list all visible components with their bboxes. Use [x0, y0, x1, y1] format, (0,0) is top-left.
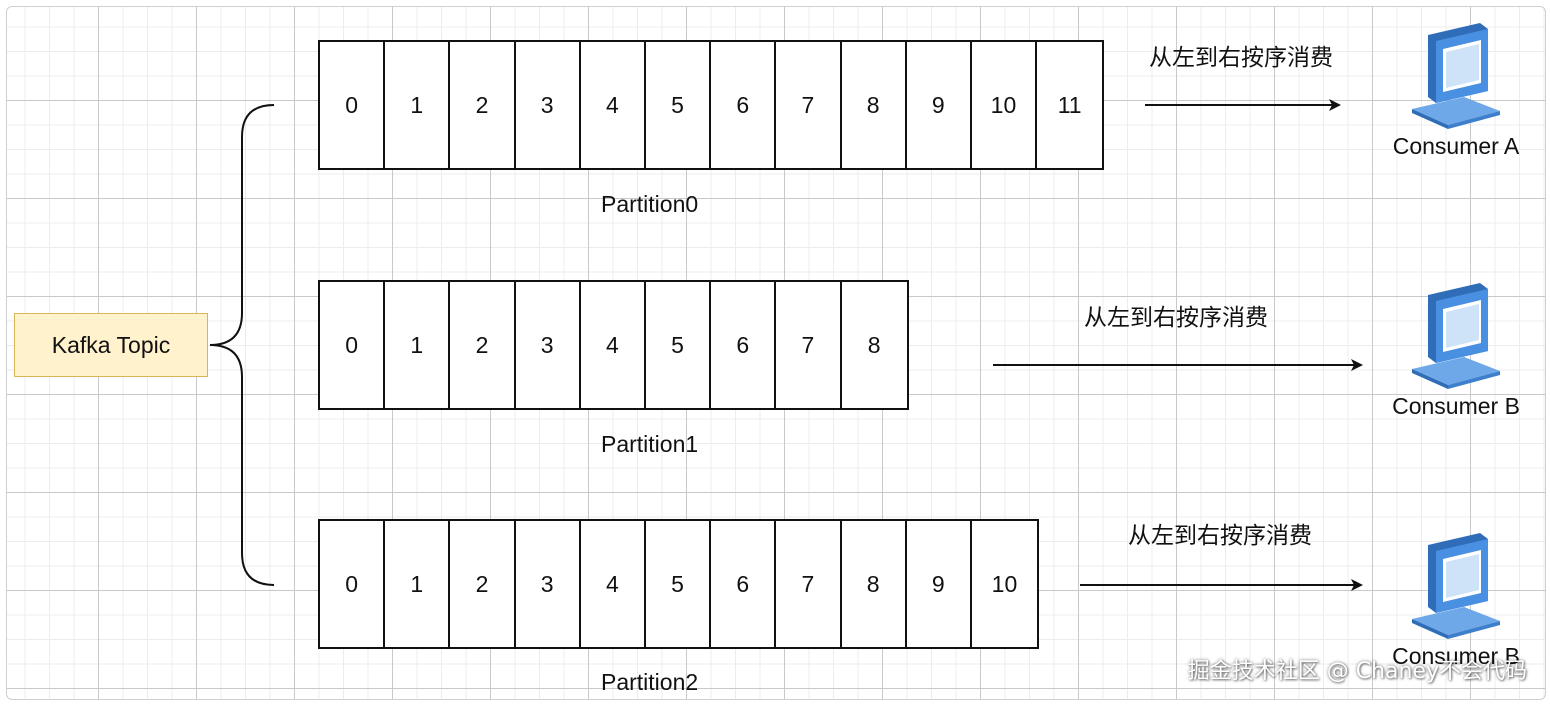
offset-cell: 3	[516, 42, 581, 168]
offset-cell: 2	[450, 521, 516, 647]
offset-cell: 4	[581, 282, 646, 408]
offset-cell: 2	[450, 282, 516, 408]
offset-cell: 5	[646, 521, 712, 647]
flow-label-partition-0: 从左到右按序消费	[1149, 45, 1333, 71]
offset-cell: 6	[711, 282, 777, 408]
offset-cell: 10	[972, 42, 1038, 168]
laptop-icon	[1412, 23, 1500, 129]
offset-cell: 1	[385, 42, 451, 168]
offset-cell: 3	[516, 282, 581, 408]
kafka-topic-box: Kafka Topic	[14, 313, 208, 377]
offset-cell: 5	[646, 42, 712, 168]
consumer-b: Consumer B	[1381, 281, 1531, 420]
offset-cell: 7	[776, 521, 842, 647]
flow-label-partition-1: 从左到右按序消费	[1084, 305, 1268, 331]
laptop-icon	[1412, 533, 1500, 639]
offset-cell: 0	[320, 521, 386, 647]
partition-1-label: Partition1	[601, 431, 699, 457]
offset-cell: 1	[385, 282, 451, 408]
flow-label-partition-2: 从左到右按序消费	[1128, 523, 1312, 549]
offset-cell: 0	[320, 282, 386, 408]
offset-cell: 7	[776, 42, 842, 168]
offset-cell: 4	[581, 521, 646, 647]
offset-cell: 11	[1057, 91, 1082, 118]
partition-2-label: Partition2	[601, 669, 699, 695]
offset-cell: 8	[842, 521, 907, 647]
offset-cell: 8	[867, 331, 881, 358]
topic-brace	[209, 104, 275, 586]
offset-cell: 9	[907, 42, 972, 168]
offset-cell: 1	[385, 521, 451, 647]
partition-0-label: Partition0	[601, 191, 699, 217]
offset-cell: 5	[646, 282, 712, 408]
consumer-b-label: Consumer B	[1392, 393, 1520, 419]
offset-cell: 2	[450, 42, 516, 168]
offset-cell: 4	[581, 42, 646, 168]
consumer-b-second-label: Consumer B	[1392, 643, 1520, 669]
kafka-topic-label: Kafka Topic	[51, 331, 171, 358]
offset-cell: 7	[776, 282, 842, 408]
offset-cell: 8	[842, 42, 907, 168]
offset-cell: 10	[991, 570, 1018, 597]
consumer-a: Consumer A	[1381, 21, 1531, 160]
laptop-icon	[1412, 283, 1500, 389]
consumer-b-second: Consumer B	[1381, 531, 1531, 670]
consumer-a-label: Consumer A	[1392, 133, 1520, 159]
offset-cell: 6	[711, 521, 777, 647]
offset-cell: 3	[516, 521, 581, 647]
offset-cell: 6	[711, 42, 777, 168]
watermark: 掘金技术社区 @ Chaney不会代码	[1187, 659, 1527, 684]
offset-cell: 0	[320, 42, 386, 168]
offset-cell: 9	[907, 521, 972, 647]
